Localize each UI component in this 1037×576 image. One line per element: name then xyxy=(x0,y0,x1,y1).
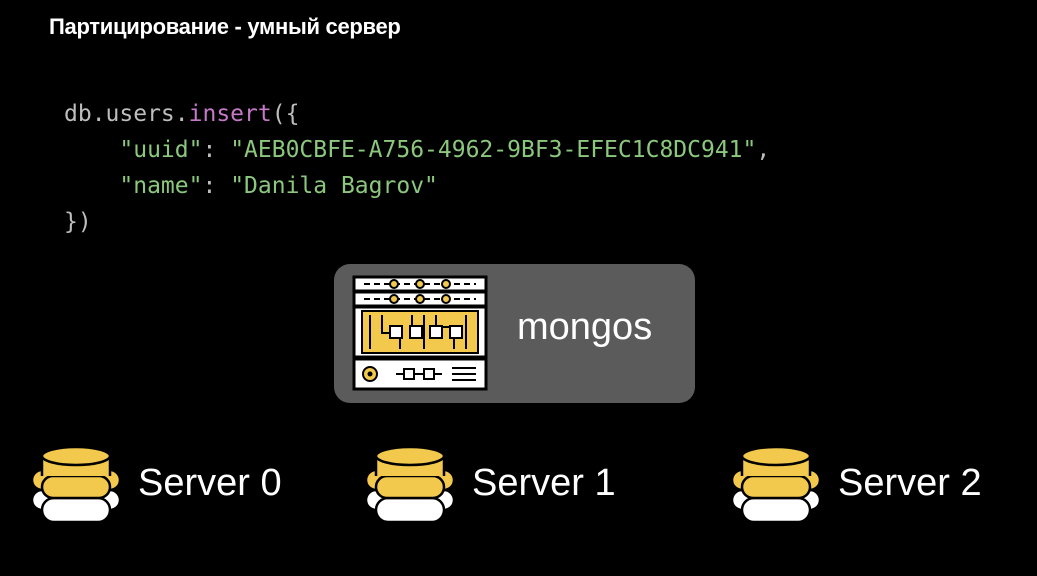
code-line-2: "uuid": "AEB0CBFE-A756-4962-9BF3-EFEC1C8… xyxy=(119,137,771,163)
database-icon xyxy=(364,446,456,524)
code-line-4: }) xyxy=(64,204,770,240)
mongos-box: mongos xyxy=(334,264,695,403)
code-key-uuid: "uuid" xyxy=(119,137,203,163)
code-key-name: "name" xyxy=(119,173,203,199)
code-function: insert xyxy=(188,101,272,127)
code-line-1: db.users.insert({ xyxy=(64,96,770,132)
code-line-3: "name": "Danila Bagrov" xyxy=(119,173,438,199)
server-label: Server 1 xyxy=(472,462,616,504)
code-open-brace: ({ xyxy=(271,101,300,127)
database-icon xyxy=(730,446,822,524)
database-icon xyxy=(30,446,122,524)
server-rack-icon xyxy=(352,275,488,391)
code-value-uuid: "AEB0CBFE-A756-4962-9BF3-EFEC1C8DC941" xyxy=(230,137,757,163)
code-close-brace: }) xyxy=(64,209,92,235)
mongos-label: mongos xyxy=(517,306,653,348)
code-value-name: "Danila Bagrov" xyxy=(230,173,438,199)
code-object: db.users. xyxy=(64,101,189,127)
server-label: Server 2 xyxy=(838,462,982,504)
slide-title: Партицирование - умный сервер xyxy=(49,14,401,39)
server-label: Server 0 xyxy=(138,462,282,504)
code-block: db.users.insert({ "uuid": "AEB0CBFE-A756… xyxy=(64,96,770,240)
